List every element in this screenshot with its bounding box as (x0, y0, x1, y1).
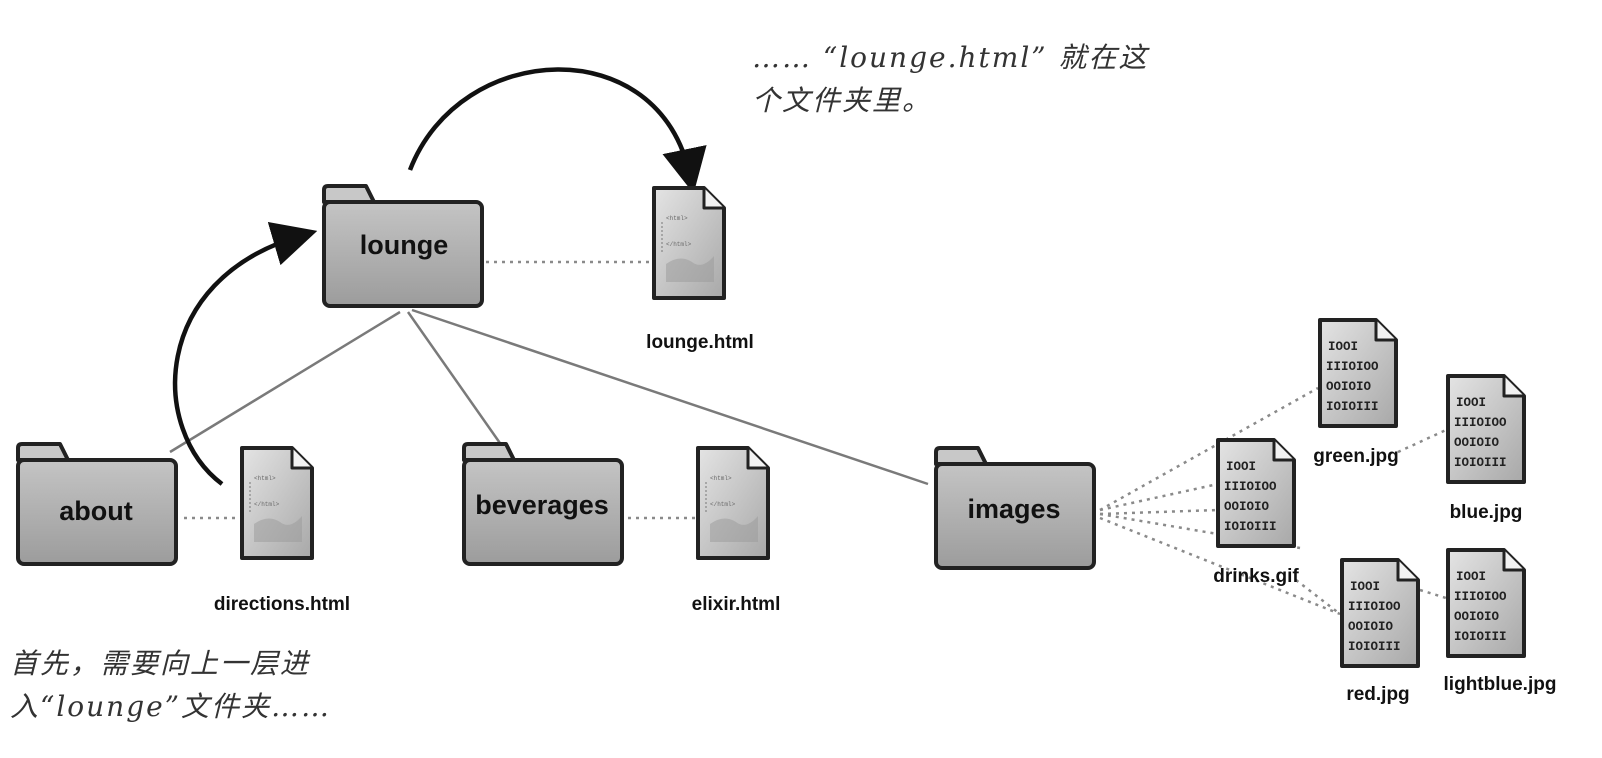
folder-label-about: about (59, 496, 133, 526)
arrow-up-to-lounge (172, 222, 318, 486)
link-images-drinks (1099, 482, 1219, 512)
folder-label-images: images (967, 494, 1060, 524)
svg-text:IIIOIOO: IIIOIOO (1326, 360, 1379, 374)
svg-text:</html>: </html> (254, 501, 280, 508)
file-label-lounge-html: lounge.html (646, 332, 754, 353)
folder-lounge: lounge (322, 184, 484, 308)
link-green-blue (1397, 428, 1447, 454)
folder-beverages: beverages (462, 442, 624, 566)
binary-document-icon: IOOI IIIOIOO OOIOIO IOIOIII (1446, 548, 1526, 658)
edge-lounge-beverages (406, 311, 504, 447)
svg-text:OOIOIO: OOIOIO (1454, 436, 1500, 450)
svg-text:<html>: <html> (254, 475, 276, 482)
svg-text:OOIOIO: OOIOIO (1224, 500, 1270, 514)
svg-text:IOOI: IOOI (1350, 580, 1380, 594)
tree-edges (169, 308, 929, 486)
link-images-red (1099, 516, 1341, 616)
svg-text:IIIOIOO: IIIOIOO (1224, 480, 1277, 494)
note-top-line-1: …… “lounge.html” 就在这 (752, 41, 1149, 74)
binary-document-icon: IOOI IIIOIOO OOIOIO IOIOIII (1318, 318, 1398, 428)
svg-text:IIIOIOO: IIIOIOO (1454, 590, 1507, 604)
svg-text:IOIOIII: IOIOIII (1454, 456, 1507, 470)
file-label-drinks-gif: drinks.gif (1213, 566, 1299, 587)
link-drinks-red (1295, 579, 1341, 615)
svg-text:IOOI: IOOI (1456, 570, 1486, 584)
svg-text:IIIOIOO: IIIOIOO (1348, 600, 1401, 614)
file-drinks-gif: IOOI IIIOIOO OOIOIO IOIOIII (1216, 438, 1296, 548)
file-label-green-jpg: green.jpg (1313, 446, 1399, 467)
file-label-lightblue-jpg: lightblue.jpg (1444, 674, 1557, 695)
note-top: …… “lounge.html” 就在这 个文件夹里。 (752, 36, 1149, 122)
svg-text:IOIOIII: IOIOIII (1454, 630, 1507, 644)
file-label-elixir-html: elixir.html (692, 594, 781, 615)
binary-document-icon: IOOI IIIOIOO OOIOIO IOIOIII (1446, 374, 1526, 484)
svg-text:</html>: </html> (710, 501, 736, 508)
file-label-red-jpg: red.jpg (1346, 684, 1409, 705)
arrow-lounge-to-file (407, 67, 707, 194)
file-label-blue-jpg: blue.jpg (1450, 502, 1523, 523)
edge-lounge-images (411, 308, 929, 486)
binary-document-icon: IOOI IIIOIOO OOIOIO IOIOIII (1216, 438, 1296, 548)
html-document-icon: <html> </html> (240, 446, 314, 560)
note-top-line-2: 个文件夹里。 (752, 84, 933, 117)
svg-text:OOIOIO: OOIOIO (1348, 620, 1394, 634)
link-images-green (1099, 386, 1319, 512)
svg-text:IIIOIOO: IIIOIOO (1454, 416, 1507, 430)
edge-lounge-about (169, 310, 401, 454)
svg-text:<html>: <html> (666, 215, 688, 222)
folder-about: about (16, 442, 178, 566)
file-lounge-html: <html> </html> (652, 186, 726, 300)
html-document-icon: <html> </html> (696, 446, 770, 560)
file-label-directions-html: directions.html (214, 594, 350, 615)
svg-text:IOOI: IOOI (1328, 340, 1358, 354)
html-document-icon: <html> </html> (652, 186, 726, 300)
svg-text:OOIOIO: OOIOIO (1454, 610, 1500, 624)
file-directions-html: <html> </html> (240, 446, 314, 560)
folder-label-beverages: beverages (475, 490, 609, 520)
svg-text:IOIOIII: IOIOIII (1348, 640, 1401, 654)
binary-document-icon: IOOI IIIOIOO OOIOIO IOIOIII (1340, 558, 1420, 668)
svg-text:IOIOIII: IOIOIII (1224, 520, 1277, 534)
note-bottom-line-1: 首先，需要向上一层进 (10, 647, 311, 680)
file-lightblue-jpg: IOOI IIIOIOO OOIOIO IOIOIII (1446, 548, 1526, 658)
link-red-lightblue (1419, 588, 1447, 600)
svg-text:OOIOIO: OOIOIO (1326, 380, 1372, 394)
file-blue-jpg: IOOI IIIOIOO OOIOIO IOIOIII (1446, 374, 1526, 484)
folder-label-lounge: lounge (360, 230, 449, 260)
folder-images: images (934, 446, 1096, 570)
note-bottom-line-2: 入“lounge”文件夹…… (10, 690, 332, 723)
file-elixir-html: <html> </html> (696, 446, 770, 560)
file-green-jpg: IOOI IIIOIOO OOIOIO IOIOIII (1318, 318, 1398, 428)
svg-text:IOOI: IOOI (1456, 396, 1486, 410)
svg-text:<html>: <html> (710, 475, 732, 482)
note-bottom: 首先，需要向上一层进 入“lounge”文件夹…… (10, 642, 331, 728)
link-images-drinks-2 (1099, 508, 1219, 516)
svg-text:</html>: </html> (666, 241, 692, 248)
svg-text:IOOI: IOOI (1226, 460, 1256, 474)
svg-text:IOIOIII: IOIOIII (1326, 400, 1379, 414)
file-red-jpg: IOOI IIIOIOO OOIOIO IOIOIII (1340, 558, 1420, 668)
